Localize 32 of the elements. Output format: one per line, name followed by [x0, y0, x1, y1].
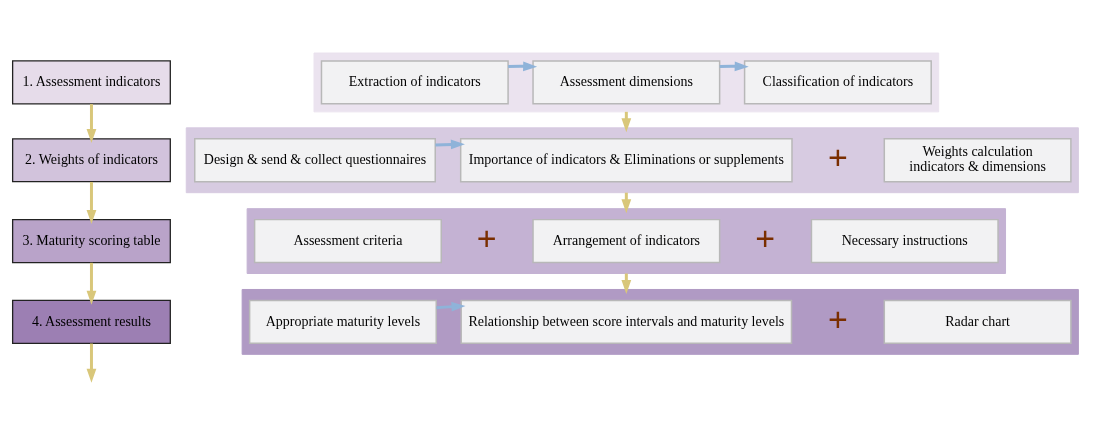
node-box: 4. Assessment results: [12, 299, 171, 344]
node-box: 1. Assessment indicators: [12, 59, 171, 105]
node-box: Importance of indicators & Eliminations or supplements: [459, 137, 793, 182]
arrow: [436, 301, 466, 312]
node-box: Weights calculation indicators & dimensions: [883, 137, 1072, 182]
node-box: Assessment dimensions: [532, 59, 721, 105]
label: +: [755, 218, 775, 257]
arrow: [508, 60, 538, 71]
arrow: [719, 60, 749, 71]
node-box: Appropriate maturity levels: [248, 299, 437, 344]
cluster: [246, 207, 1007, 274]
cluster: [313, 51, 940, 112]
node-box: 2. Weights of indicators: [12, 137, 171, 182]
arrow: [86, 181, 97, 224]
arrow: [86, 103, 97, 143]
cluster: [185, 126, 1079, 193]
arrow: [86, 343, 97, 383]
node-box: Relationship between score intervals and maturity levels: [460, 299, 793, 344]
node-box: Classification of indicators: [743, 59, 932, 105]
label: +: [827, 137, 848, 176]
node-box: Arrangement of indicators: [532, 218, 721, 263]
node-box: Radar chart: [883, 299, 1072, 344]
label: +: [476, 218, 497, 257]
arrow: [86, 262, 97, 305]
node-box: 3. Maturity scoring table: [12, 218, 171, 263]
node-box: Assessment criteria: [253, 218, 442, 263]
node-box: Necessary instructions: [810, 218, 999, 263]
node-box: Extraction of indicators: [320, 59, 509, 105]
node-box: Design & send & collect questionnaires: [194, 137, 436, 182]
cluster: [241, 288, 1079, 355]
arrow: [435, 139, 465, 149]
label: +: [827, 299, 848, 338]
